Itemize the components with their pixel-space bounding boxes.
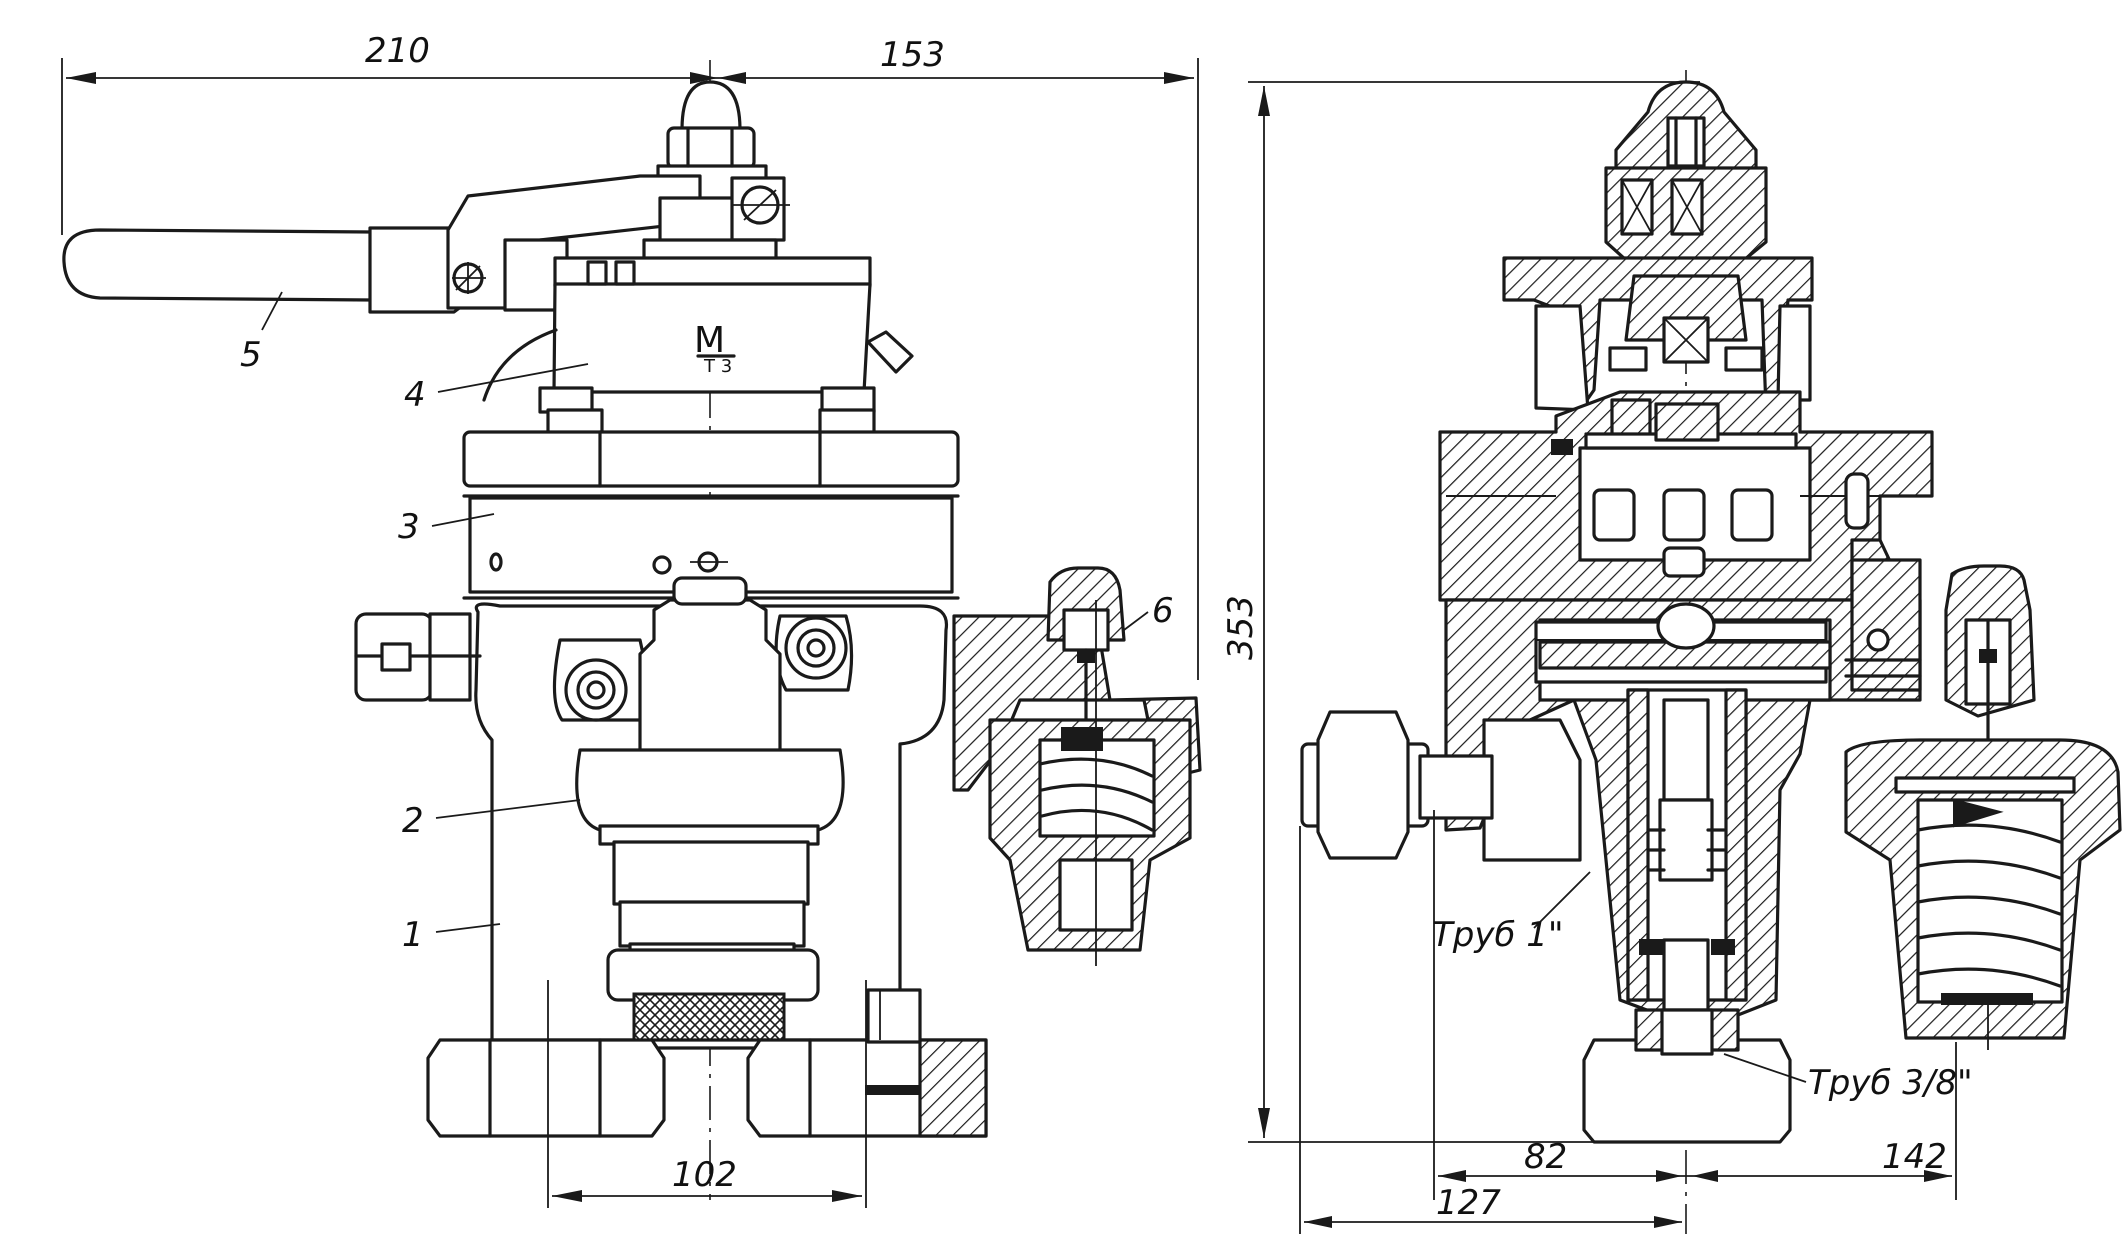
section-bottom-nut — [1582, 1008, 1792, 1144]
part-leaders: 5 4 3 2 1 6 — [240, 291, 1174, 955]
label-1: 1 — [402, 915, 424, 955]
section-side-pipe-nut — [1300, 710, 1494, 860]
section-upper-housing — [1502, 256, 1814, 412]
pipe-1in-label: Труб 1" — [1432, 915, 1564, 955]
dim-127: 127 — [1436, 1183, 1501, 1223]
dimension-102: 102 — [547, 980, 867, 1208]
bottom-pipe-nuts — [426, 988, 988, 1138]
section-annotations: Труб 1" Труб 3/8" — [1432, 871, 1973, 1103]
emblem-bottom: Т 3 — [703, 356, 732, 377]
cap-part-2 — [575, 748, 845, 832]
dim-142: 142 — [1882, 1137, 1947, 1177]
dim-82: 82 — [1524, 1137, 1567, 1177]
handle-part-5 — [62, 174, 790, 314]
section-top-cap — [1604, 80, 1768, 262]
upper-flange — [462, 430, 960, 488]
dimension-height-353: 353 — [1221, 81, 1700, 1143]
label-6: 6 — [1152, 591, 1174, 631]
label-3: 3 — [398, 507, 420, 547]
pipe-3-8in-label: Труб 3/8" — [1808, 1063, 1973, 1103]
dim-102: 102 — [672, 1155, 737, 1195]
dim-210: 210 — [365, 31, 430, 71]
dim-153: 153 — [880, 35, 945, 75]
cover-part-4: М Т 3 — [482, 238, 914, 402]
knurled-filter-cap — [632, 992, 786, 1048]
emblem-top: М — [694, 320, 725, 361]
label-4: 4 — [404, 375, 426, 415]
check-valve-part-6 — [952, 566, 1202, 966]
external-view: 210 153 — [61, 31, 1202, 1208]
sectional-view: 353 — [1221, 70, 2122, 1234]
dimension-bottom: 82 142 127 — [1299, 810, 1957, 1234]
section-check-valve — [1844, 558, 2122, 1050]
dimension-overall-width: 210 153 — [61, 31, 1199, 680]
dim-353: 353 — [1221, 595, 1261, 660]
label-2: 2 — [402, 801, 424, 841]
label-5: 5 — [240, 335, 262, 375]
section-lower-body — [1444, 598, 1922, 1032]
